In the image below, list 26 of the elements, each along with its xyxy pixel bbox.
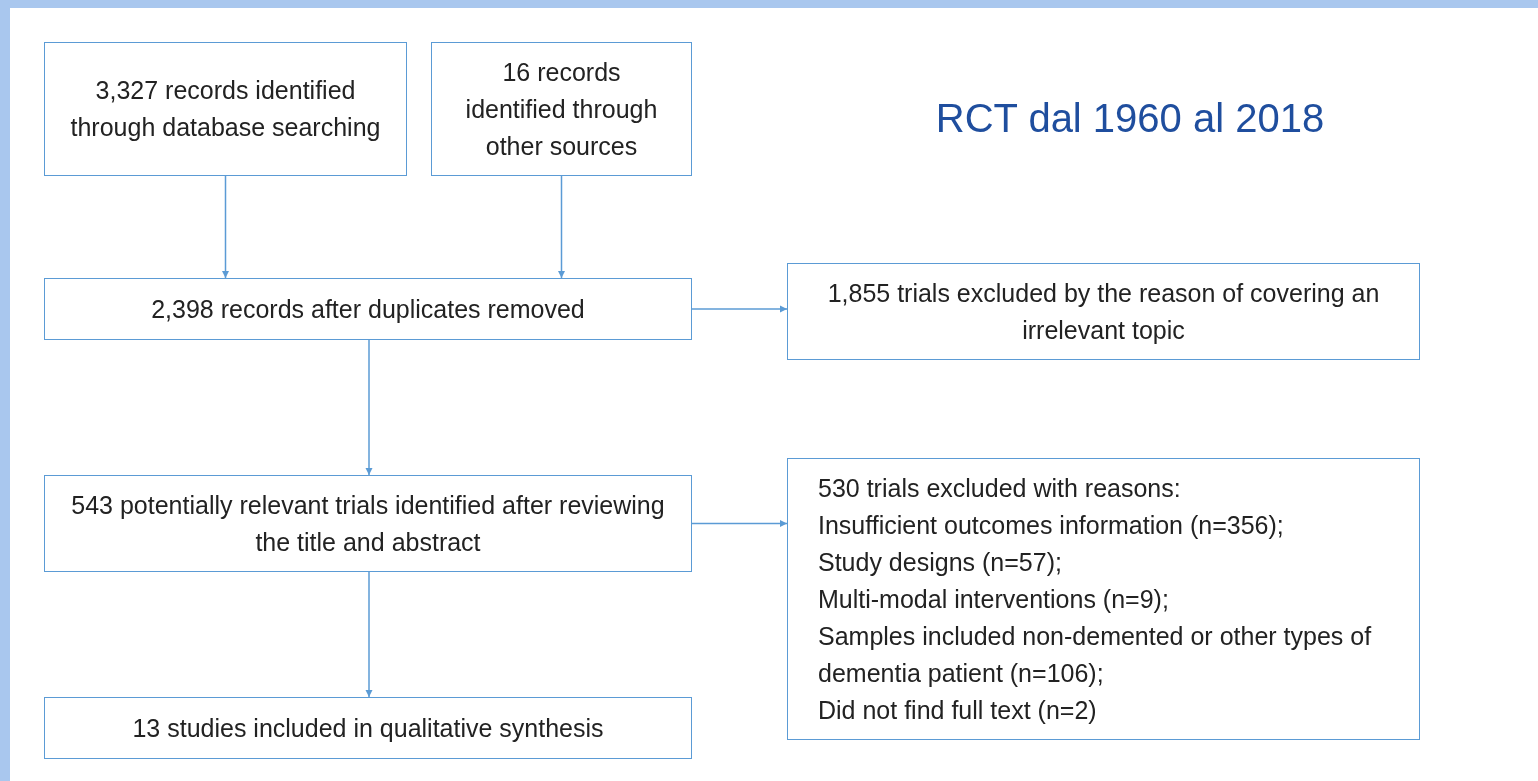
exclusion-box [787,263,1420,360]
diagram-title: RCT dal 1960 al 2018 [934,96,1326,141]
arrow [365,571,373,698]
arrow [557,175,566,279]
box-text: 2,398 records after duplicates removed [151,293,585,325]
process-box [44,278,692,340]
list-item-text: Insufficient outcomes information (n=356); [818,509,1284,541]
box-text: 543 potentially relevant trials identified after reviewing the title and abstract [70,489,666,558]
list-item-text: Samples included non-demented or other types of dementia patient (n=106); [818,620,1373,689]
list-item-text: 530 trials excluded with reasons: [818,472,1181,504]
list-item-text: Study designs (n=57); [818,546,1062,578]
box-text: 1,855 trials excluded by the reason of covering an irrelevant topic [826,277,1381,346]
process-box [44,475,692,572]
box-text: 13 studies included in qualitative synthesis [132,712,604,744]
arrow [221,175,230,279]
box-text: 16 records identified through other sources [464,56,659,162]
arrow [691,519,788,528]
process-box [44,42,407,176]
process-box [431,42,692,176]
result-box [44,697,692,759]
arrow [365,339,373,476]
list-item-text: Multi-modal interventions (n=9); [818,583,1169,615]
arrow [691,305,788,313]
list-item-text: Did not find full text (n=2) [818,694,1097,726]
box-text: 3,327 records identified through database searching [69,75,382,143]
exclusion-box [787,458,1420,740]
